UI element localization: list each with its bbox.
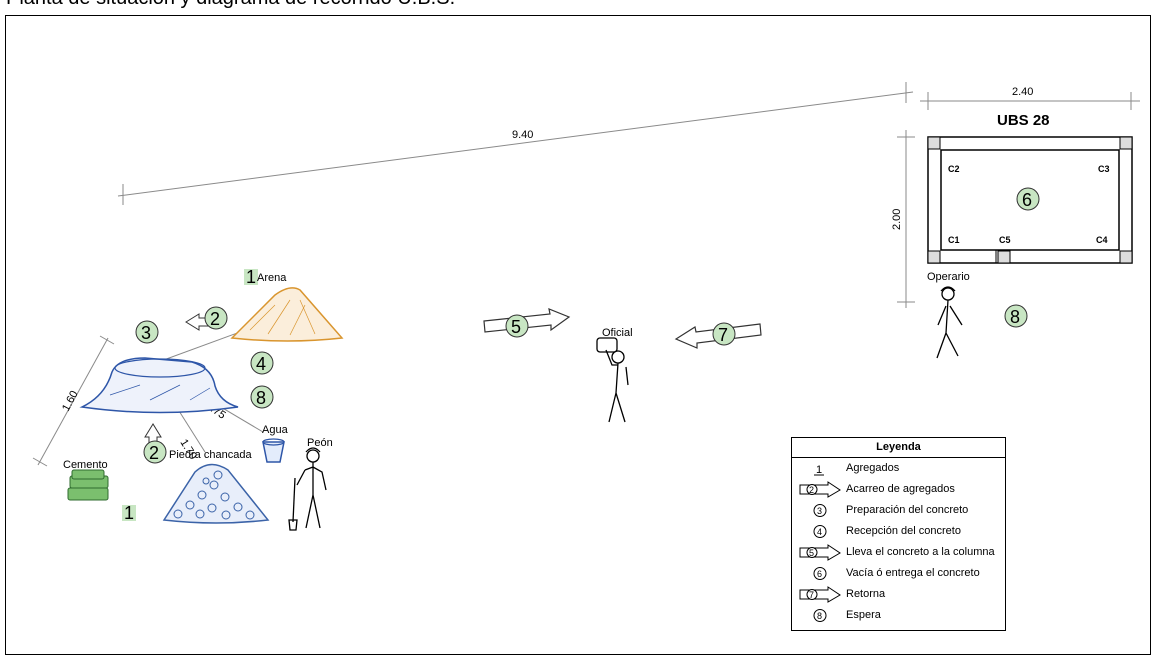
svg-text:4: 4 [817, 527, 822, 537]
step-markers: 1 1 2 2 3 4 8 5 7 6 8 [122, 187, 1040, 523]
legend-title: Leyenda [792, 438, 1005, 458]
peon-figure [288, 447, 327, 531]
dim-label-240: 2.40 [1012, 86, 1033, 98]
legend-item-agregados: 1 Agregados [792, 458, 1005, 479]
oficial-figure [596, 337, 629, 423]
label-operario: Operario [927, 271, 970, 283]
crushed-stone-pile [162, 463, 270, 524]
water-bucket [262, 438, 285, 463]
legend-text: Retorna [846, 588, 886, 600]
legend-item-lleva: 5 Lleva el concreto a la columna [792, 542, 1005, 563]
legend-symbol-7: 7 [799, 586, 841, 603]
svg-text:3: 3 [817, 506, 822, 516]
legend-symbol-2: 2 [799, 481, 841, 498]
legend-text: Acarreo de agregados [846, 483, 955, 495]
legend-symbol-5: 5 [799, 544, 841, 561]
column-c1: C1 [948, 235, 960, 245]
legend-item-preparacion: 3 Preparación del concreto [792, 500, 1005, 521]
step-6-marker: 6 [1016, 187, 1040, 211]
label-piedra: Piedra chancada [169, 449, 252, 461]
legend-text: Espera [846, 609, 881, 621]
label-cemento: Cemento [63, 459, 108, 471]
svg-text:8: 8 [817, 611, 822, 621]
dimension-9-40 [117, 82, 914, 205]
column-c2: C2 [948, 164, 960, 174]
legend-text: Lleva el concreto a la columna [846, 546, 995, 558]
step-2-marker-piedra: 2 [143, 440, 167, 464]
svg-text:8: 8 [256, 388, 266, 408]
dimension-2-00 [897, 130, 915, 308]
svg-text:1: 1 [124, 503, 134, 523]
legend-item-vacia: 6 Vacía ó entrega el concreto [792, 563, 1005, 584]
svg-text:8: 8 [1010, 307, 1020, 327]
svg-text:2: 2 [809, 485, 814, 495]
sand-pile [230, 287, 344, 342]
svg-text:1: 1 [816, 464, 822, 476]
column-c3: C3 [1098, 164, 1110, 174]
dim-label-200: 2.00 [891, 209, 903, 230]
svg-text:4: 4 [256, 354, 266, 374]
dimension-2-40 [920, 92, 1140, 110]
svg-text:6: 6 [1022, 190, 1032, 210]
svg-text:2: 2 [210, 309, 220, 329]
step-7-marker: 7 [712, 322, 736, 346]
svg-text:5: 5 [511, 317, 521, 337]
legend-symbol-1: 1 [814, 464, 824, 476]
legend: Leyenda 1 Agregados 2 Acarreo de agregad… [791, 437, 1006, 631]
label-peon: Peón [307, 437, 333, 449]
legend-symbol-3: 3 [813, 504, 827, 517]
legend-item-recepcion: 4 Recepción del concreto [792, 521, 1005, 542]
legend-item-espera: 8 Espera [792, 605, 1005, 626]
cement-bags [67, 469, 109, 501]
step-1-marker-arena: 1 [244, 267, 258, 287]
svg-text:6: 6 [817, 569, 822, 579]
ubs-plan [927, 136, 1133, 264]
svg-text:7: 7 [809, 590, 814, 600]
svg-text:3: 3 [141, 323, 151, 343]
ubs-title: UBS 28 [997, 112, 1050, 129]
svg-text:5: 5 [809, 548, 814, 558]
legend-item-retorna: 7 Retorna [792, 584, 1005, 605]
label-agua: Agua [262, 424, 289, 436]
svg-text:2: 2 [149, 443, 159, 463]
legend-item-acarreo: 2 Acarreo de agregados [792, 479, 1005, 500]
legend-symbol-6: 6 [813, 567, 827, 580]
page-title: Planta de situación y diagrama de recorr… [6, 0, 455, 10]
legend-text: Preparación del concreto [846, 504, 969, 516]
step-8-marker-operario: 8 [1004, 304, 1028, 328]
step-1-marker-piedra: 1 [122, 503, 136, 523]
step-5-marker: 5 [505, 314, 529, 338]
concrete-mix-pile [79, 357, 239, 414]
legend-text: Agregados [846, 462, 900, 474]
legend-text: Recepción del concreto [846, 525, 961, 537]
step-3-marker: 3 [135, 320, 159, 344]
step-4-marker: 4 [250, 351, 274, 375]
svg-text:1: 1 [246, 267, 256, 287]
legend-text: Vacía ó entrega el concreto [846, 567, 980, 579]
step-2-marker-arena: 2 [204, 306, 228, 330]
svg-text:7: 7 [718, 325, 728, 345]
column-c4: C4 [1096, 235, 1108, 245]
legend-symbol-4: 4 [813, 525, 827, 538]
operario-figure [936, 286, 963, 359]
drawing-frame [5, 15, 1151, 655]
step-8-marker-peon: 8 [250, 385, 274, 409]
column-c5: C5 [999, 235, 1011, 245]
dim-label-940: 9.40 [512, 129, 533, 141]
legend-symbol-8: 8 [813, 609, 827, 622]
label-oficial: Oficial [602, 327, 633, 339]
label-arena: Arena [257, 272, 287, 284]
